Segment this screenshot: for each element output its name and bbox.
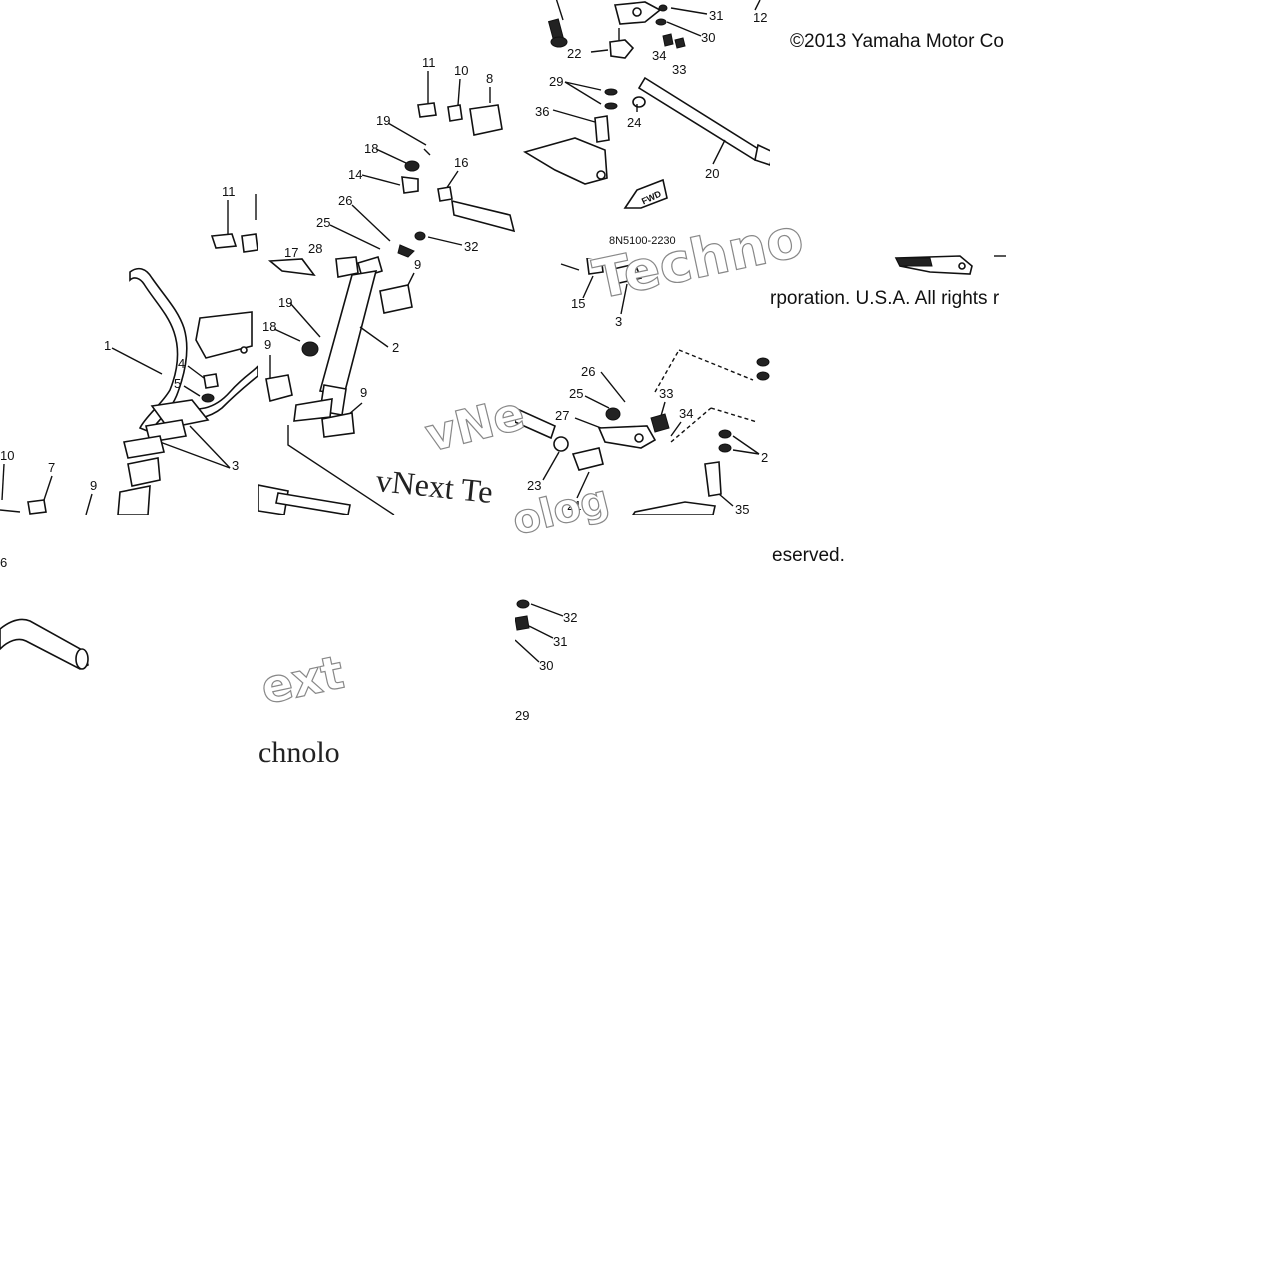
- callout-9b: 9: [264, 337, 271, 352]
- callout-25: 25: [316, 215, 330, 230]
- callout-14: 14: [348, 167, 362, 182]
- callout-10: 10: [454, 63, 468, 78]
- callout-12: 12: [753, 10, 767, 25]
- callout-15: 15: [571, 296, 585, 311]
- callout-35: 35: [735, 502, 749, 515]
- callout-8: 8: [486, 71, 493, 86]
- callout-11: 11: [422, 55, 436, 70]
- callout-24: 24: [627, 115, 641, 130]
- callout-9d: 9: [90, 478, 97, 493]
- callout-21: 21: [567, 498, 581, 513]
- callout-11b: 11: [222, 184, 236, 199]
- diagram-tile-lower-left: 6: [0, 555, 89, 670]
- callout-16: 16: [454, 155, 468, 170]
- callout-3: 3: [232, 458, 239, 473]
- callout-9c: 9: [360, 385, 367, 400]
- callout-27: 27: [555, 408, 569, 423]
- callout-3b: 3: [615, 314, 622, 329]
- callout-1: 1: [104, 338, 111, 353]
- callout-26: 26: [338, 193, 352, 208]
- watermark-chnolo: chnolo: [258, 736, 340, 769]
- callout-29b: 29: [515, 708, 529, 723]
- copyright-text-part1: ©2013 Yamaha Motor Co: [790, 31, 1004, 52]
- callout-34: 34: [652, 48, 666, 63]
- callout-32: 32: [464, 239, 478, 254]
- callout-30: 30: [701, 30, 715, 45]
- callout-2b: 2: [761, 450, 768, 465]
- callout-33b: 33: [659, 386, 673, 401]
- callout-5: 5: [174, 376, 181, 391]
- callout-25b: 25: [569, 386, 583, 401]
- callout-4: 4: [178, 356, 185, 371]
- callout-19b: 19: [278, 295, 292, 310]
- diagram-code: 8N5100-2230: [609, 235, 676, 247]
- diagram-tile-tie-rod: 15 3 26 25 27 33 34 23 21: [515, 258, 773, 515]
- watermark-ext: ext: [255, 644, 349, 715]
- callout-36: 36: [535, 104, 549, 119]
- callout-2: 2: [392, 340, 399, 355]
- callout-20: 20: [705, 166, 719, 181]
- callout-7: 7: [48, 460, 55, 475]
- callout-28: 28: [308, 241, 322, 256]
- callout-23: 23: [527, 478, 541, 493]
- copyright-text-part3: eserved.: [772, 545, 845, 566]
- callout-22: 22: [567, 46, 581, 61]
- callout-26b: 26: [581, 364, 595, 379]
- callout-33: 33: [672, 62, 686, 77]
- callout-31: 31: [709, 8, 723, 23]
- callout-34b: 34: [679, 406, 693, 421]
- diagram-tile-steering-arm: 31 30 12 22 34 33 29 24 20 36 FWD: [515, 0, 770, 258]
- callout-17: 17: [284, 245, 298, 260]
- callout-32b: 32: [563, 610, 577, 625]
- callout-31b: 31: [553, 634, 567, 649]
- callout-30b: 30: [539, 658, 553, 673]
- diagram-fragment-arm: [894, 255, 1006, 275]
- diagram-tile-handlebar: 11 1 4 5 3 10 7 9: [0, 180, 258, 515]
- callout-6: 6: [0, 555, 7, 570]
- callout-18b: 18: [262, 319, 276, 334]
- callout-18: 18: [364, 141, 378, 156]
- copyright-text-part2: rporation. U.S.A. All rights r: [770, 288, 1000, 309]
- diagram-tile-lower-right: 32 31 30 29: [515, 599, 577, 723]
- callout-10b: 10: [0, 448, 14, 463]
- callout-9: 9: [414, 257, 421, 272]
- callout-19: 19: [376, 113, 390, 128]
- callout-29: 29: [549, 74, 563, 89]
- diagram-tile-steering-column: 11 10 8 19 18 14 16 26 25 32 2: [258, 45, 515, 515]
